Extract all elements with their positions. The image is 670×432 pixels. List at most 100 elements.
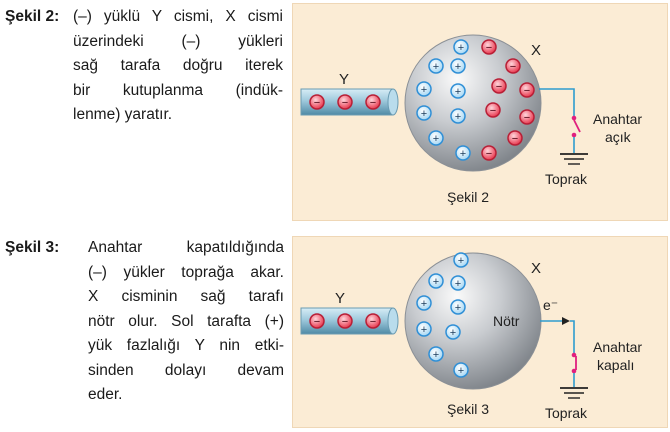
text-line: bir kutuplanma (indük- xyxy=(73,81,283,99)
minus-sign: − xyxy=(512,133,518,145)
label-y: Y xyxy=(339,71,349,88)
positive-charge: + xyxy=(450,58,466,74)
label-x: X xyxy=(531,260,541,277)
minus-sign: − xyxy=(314,97,320,109)
minus-sign: − xyxy=(524,85,530,97)
arrow-right-icon xyxy=(562,317,570,325)
paragraph-sekil-3: Şekil 3: Anahtar kapatıldığında (–) yükl… xyxy=(5,236,285,426)
paragraph-sekil-2: Şekil 2: (–) yüklü Y cismi, X cismi üzer… xyxy=(5,5,285,135)
positive-charge: + xyxy=(428,130,444,146)
positive-charge: + xyxy=(450,108,466,124)
switch-contact xyxy=(571,368,577,374)
label-y: Y xyxy=(335,290,345,307)
minus-sign: − xyxy=(510,61,516,73)
plus-sign: + xyxy=(455,278,461,290)
text-line: (–) yükler toprağa akar. xyxy=(88,263,284,281)
electron-label: e⁻ xyxy=(543,297,558,313)
label-x: X xyxy=(531,42,541,59)
switch-arm-open xyxy=(573,119,581,133)
negative-charge: − xyxy=(309,94,325,110)
plus-sign: + xyxy=(421,108,427,120)
figure-2-diagram: Y X + + + + + + + + + − − − − − − − − − … xyxy=(300,34,642,205)
positive-charge: + xyxy=(453,252,469,268)
negative-charge: − xyxy=(337,94,353,110)
positive-charge: + xyxy=(450,83,466,99)
rod-charges: − − − xyxy=(309,313,381,329)
negative-charge: − xyxy=(505,58,521,74)
plus-sign: + xyxy=(458,365,464,377)
plus-sign: + xyxy=(433,349,439,361)
wire xyxy=(539,88,575,117)
switch-label-line1: Anahtar xyxy=(593,339,642,355)
sphere-x xyxy=(404,252,542,390)
text-line: X cisminin sağ tarafı xyxy=(88,288,284,305)
plus-sign: + xyxy=(455,302,461,314)
figure-3-panel: Y − − − X Nötr + + + + + + + + + xyxy=(292,236,668,428)
negative-charge: − xyxy=(519,109,535,125)
positive-charge: + xyxy=(453,362,469,378)
negative-charge: − xyxy=(491,78,507,94)
heading-sekil-2: Şekil 2: xyxy=(5,8,60,25)
plus-sign: + xyxy=(460,148,466,160)
plus-sign: + xyxy=(455,86,461,98)
figure-2-panel: Y X + + + + + + + + + − − − − − − − − − … xyxy=(292,3,668,221)
text-line: sinden dolayı devam xyxy=(88,361,284,379)
minus-sign: − xyxy=(524,112,530,124)
minus-sign: − xyxy=(370,97,376,109)
minus-sign: − xyxy=(370,316,376,328)
negative-charge: − xyxy=(519,82,535,98)
switch-contact xyxy=(571,132,577,138)
ground-circuit xyxy=(539,88,588,165)
plus-sign: + xyxy=(450,327,456,339)
plus-sign: + xyxy=(421,324,427,336)
ground-label: Toprak xyxy=(545,171,588,187)
positive-charge: + xyxy=(428,58,444,74)
positive-charge: + xyxy=(416,105,432,121)
text-line: Anahtar kapatıldığında xyxy=(88,239,284,256)
negative-charge: − xyxy=(481,39,497,55)
plus-sign: + xyxy=(433,61,439,73)
positive-charge: + xyxy=(428,273,444,289)
figure-caption: Şekil 3 xyxy=(447,401,489,417)
plus-sign: + xyxy=(458,42,464,54)
text-line: eder. xyxy=(88,386,123,403)
ground-label: Toprak xyxy=(545,405,588,421)
negative-charge: − xyxy=(365,313,381,329)
plus-sign: + xyxy=(421,84,427,96)
minus-sign: − xyxy=(486,148,492,160)
figure-3-diagram: Y − − − X Nötr + + + + + + + + + xyxy=(300,252,642,421)
minus-sign: − xyxy=(490,105,496,117)
text-line: yük fazlalığı Y nin etki- xyxy=(88,337,284,354)
plus-sign: + xyxy=(433,133,439,145)
figure-caption: Şekil 2 xyxy=(447,189,489,205)
minus-sign: − xyxy=(486,42,492,54)
minus-sign: − xyxy=(314,316,320,328)
plus-sign: + xyxy=(455,111,461,123)
switch-label-line1: Anahtar xyxy=(593,111,642,127)
negative-charge: − xyxy=(365,94,381,110)
positive-charge: + xyxy=(416,81,432,97)
neutral-label: Nötr xyxy=(493,313,520,329)
sphere-x xyxy=(404,34,542,172)
charge-group: + + + + + + + + + xyxy=(416,252,469,378)
rod-charges: − − − xyxy=(309,94,381,110)
minus-sign: − xyxy=(342,97,348,109)
positive-charge: + xyxy=(445,324,461,340)
negative-charge: − xyxy=(507,130,523,146)
positive-charge: + xyxy=(455,145,471,161)
negative-charge: − xyxy=(485,102,501,118)
plus-sign: + xyxy=(458,255,464,267)
heading-sekil-3: Şekil 3: xyxy=(5,239,60,256)
switch-contact xyxy=(571,115,577,121)
text-sekil-2: (–) yüklü Y cismi, X cismi üzerindeki (–… xyxy=(73,5,283,128)
charge-group: + + + + + + + + + − − − − − − − − xyxy=(416,39,535,161)
minus-sign: − xyxy=(496,81,502,93)
negative-charge: − xyxy=(481,145,497,161)
positive-charge: + xyxy=(450,275,466,291)
positive-charge: + xyxy=(416,321,432,337)
text-line: (–) yüklü Y cismi, X cismi xyxy=(73,8,283,25)
text-line: nötr olur. Sol tarafta (+) xyxy=(88,312,284,330)
plus-sign: + xyxy=(455,61,461,73)
text-line: üzerindeki (–) yükleri xyxy=(73,32,283,50)
ground-circuit xyxy=(540,317,588,399)
